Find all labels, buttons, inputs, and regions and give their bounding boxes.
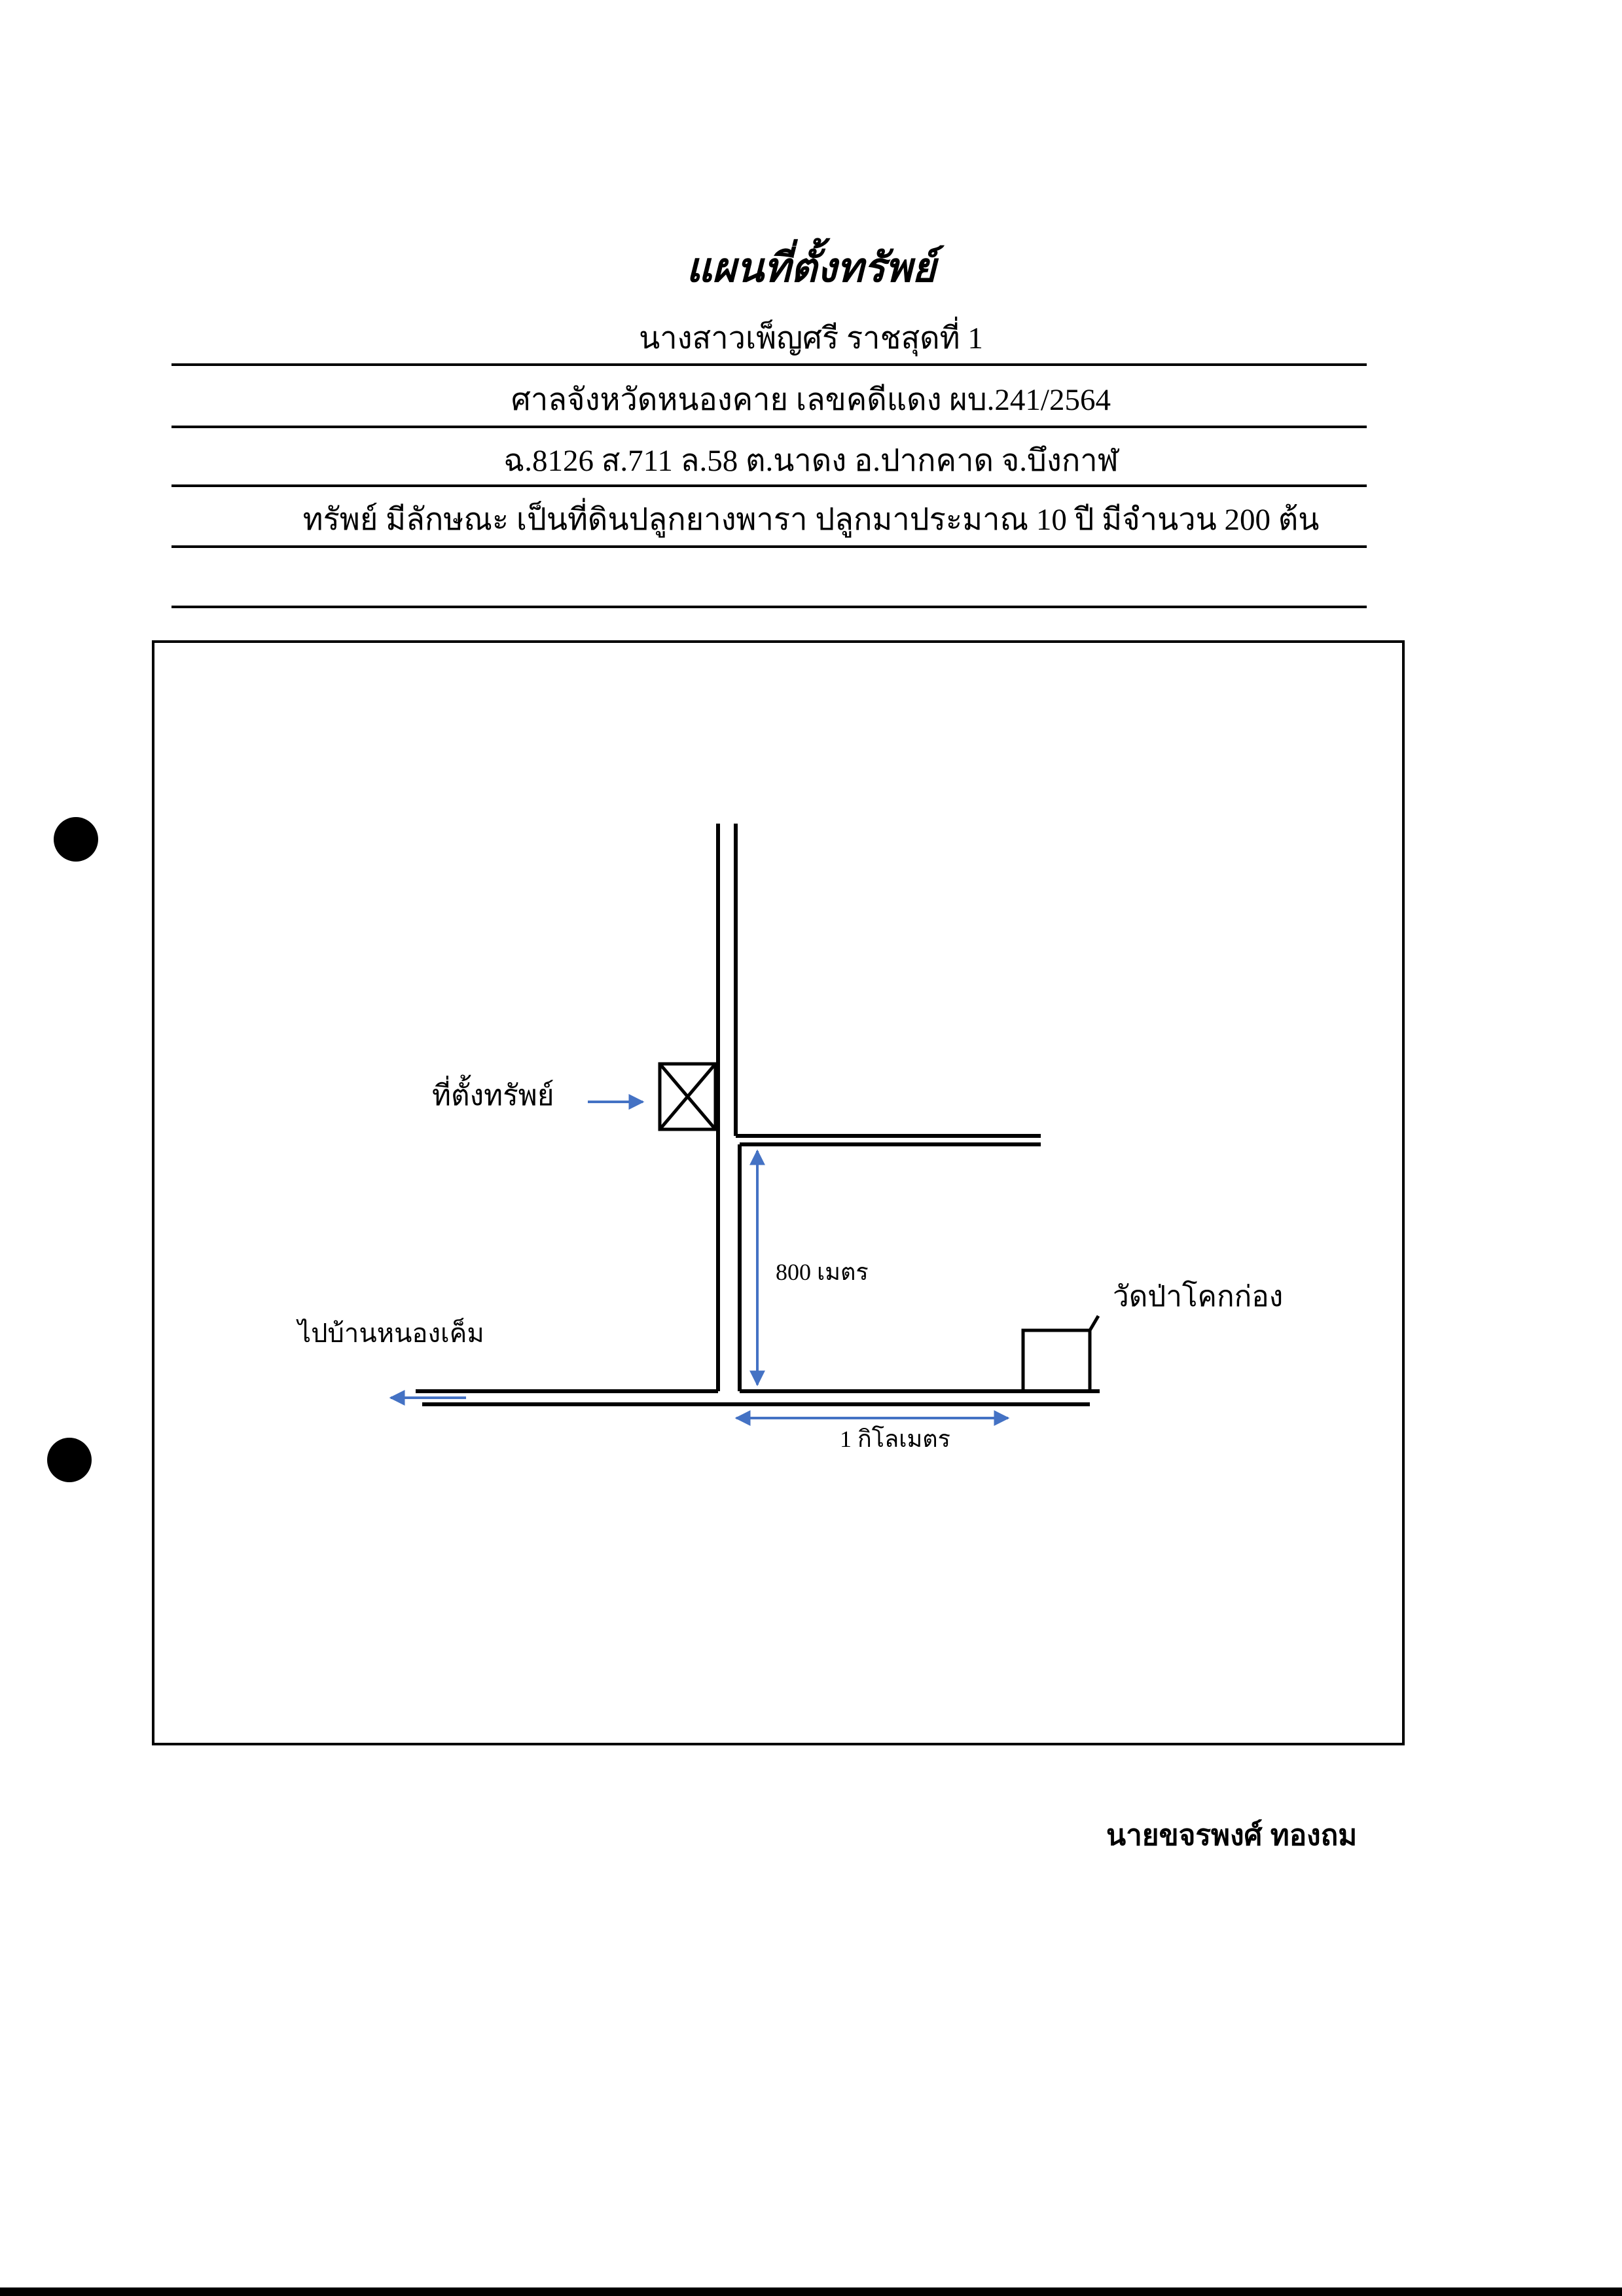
divider-line [171, 484, 1367, 487]
map-frame [152, 640, 1405, 1745]
owner-line: นางสาวเพ็ญศรี ราชสุดที่ 1 [639, 321, 983, 355]
divider-line [171, 606, 1367, 608]
scan-edge [0, 2287, 1622, 2296]
property-label: ที่ตั้งทรัพย์ [432, 1074, 554, 1112]
distance-horizontal-label: 1 กิโลเมตร [840, 1425, 950, 1452]
temple-label: วัดป่าโคกก่อง [1113, 1280, 1283, 1313]
hole-punch-mark [54, 817, 98, 862]
property-marker [658, 1062, 717, 1131]
distance-vertical-label: 800 เมตร [776, 1259, 869, 1285]
hole-punch-mark [47, 1438, 92, 1482]
temple-marker [1021, 1315, 1100, 1393]
court-case-line: ศาลจังหวัดหนองคาย เลขคดีแดง ผบ.241/2564 [511, 383, 1111, 417]
divider-line [171, 363, 1367, 366]
description-line: ทรัพย์ มีลักษณะ เป็นที่ดินปลูกยางพารา ปล… [302, 503, 1320, 537]
direction-label: ไปบ้านหนองเค็ม [296, 1317, 484, 1348]
deed-line: ฉ.8126 ส.711 ล.58 ต.นาดง อ.ปากคาด จ.บึงก… [503, 444, 1119, 478]
signature-name: นายขจรพงศ์ ทองถม [1106, 1819, 1358, 1851]
map-title: แผนที่ตั้งทรัพย์ [686, 246, 936, 291]
divider-line [171, 426, 1367, 428]
divider-line [171, 545, 1367, 548]
